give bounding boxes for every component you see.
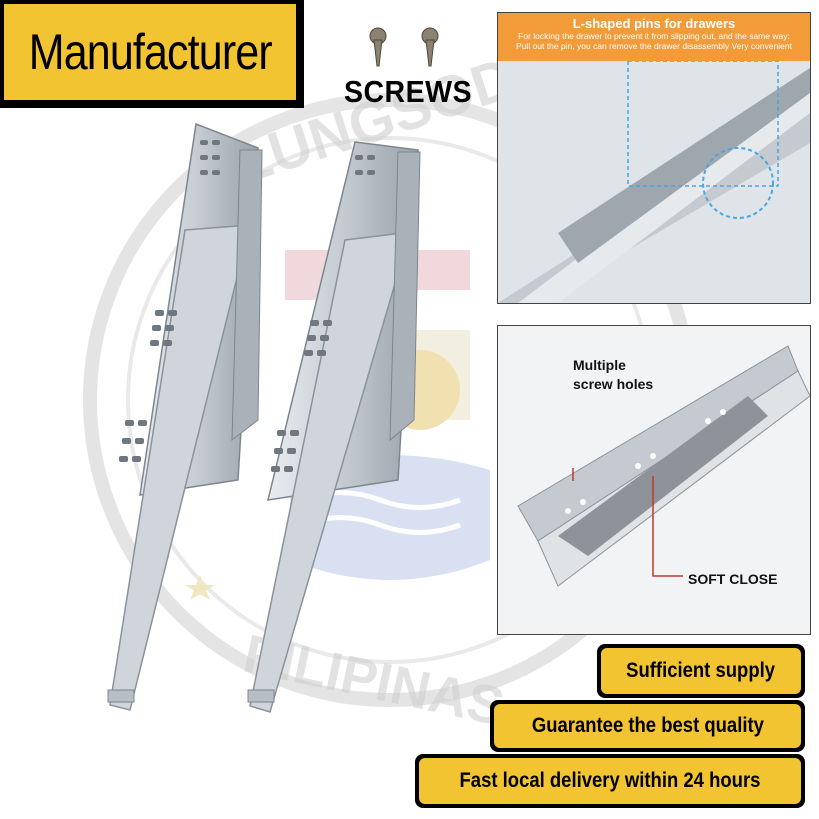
feature-text: Sufficient supply <box>626 659 776 682</box>
feature-text: Fast local delivery within 24 hours <box>459 769 761 792</box>
soft-close-detail-panel: Multiple screw holes SOFT CLOSE <box>497 325 811 635</box>
l-pin-title: L-shaped pins for drawers <box>572 16 736 31</box>
soft-close-photo <box>517 345 810 587</box>
screw-icon <box>369 27 439 67</box>
feature-text: Guarantee the best quality <box>531 714 764 737</box>
manufacturer-text: Manufacturer <box>28 24 272 80</box>
l-pin-detail-panel: L-shaped pins for drawers For locking th… <box>497 12 811 304</box>
manufacturer-badge: Manufacturer <box>0 0 304 108</box>
feature-pill-quality: Guarantee the best quality <box>490 700 805 752</box>
screws-label: SCREWS <box>344 74 472 109</box>
drawer-slide-right <box>247 141 421 713</box>
callout-screw-holes: Multiple screw holes <box>573 356 653 394</box>
drawer-slide-left <box>107 122 263 711</box>
l-pin-subtitle-2: Pull out the pin, you can remove the dra… <box>516 41 792 51</box>
callout-screw-holes-line1: Multiple <box>573 357 626 373</box>
feature-pill-delivery: Fast local delivery within 24 hours <box>415 754 805 808</box>
feature-pill-supply: Sufficient supply <box>597 644 805 698</box>
l-pin-photo <box>498 60 810 303</box>
callout-screw-holes-line2: screw holes <box>573 376 654 392</box>
l-pin-banner: L-shaped pins for drawers For locking th… <box>498 13 810 61</box>
callout-soft-close: SOFT CLOSE <box>688 571 778 587</box>
l-pin-subtitle-1: For locking the drawer to prevent it fro… <box>518 31 790 41</box>
